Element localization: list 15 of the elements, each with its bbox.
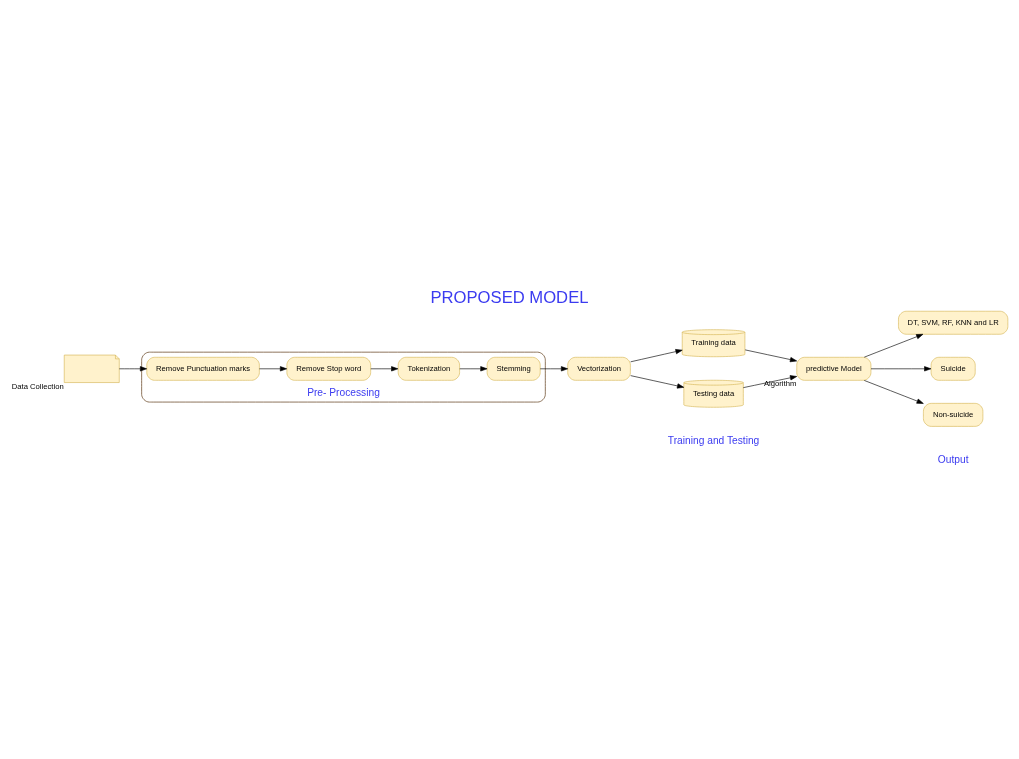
arrow bbox=[870, 365, 932, 371]
diagram-title: PROPOSED MODEL bbox=[430, 287, 589, 307]
arrow bbox=[863, 333, 924, 357]
arrow bbox=[370, 365, 399, 371]
arrow bbox=[539, 365, 569, 371]
arrow bbox=[119, 365, 147, 371]
arrow bbox=[863, 379, 924, 404]
arrow bbox=[259, 365, 287, 371]
arrow bbox=[630, 348, 683, 362]
label: Training and Testing bbox=[667, 434, 760, 446]
arrow bbox=[459, 365, 488, 371]
arrow bbox=[743, 374, 798, 388]
label: Output bbox=[937, 453, 969, 465]
arrow bbox=[744, 349, 798, 362]
arrow bbox=[630, 374, 685, 388]
